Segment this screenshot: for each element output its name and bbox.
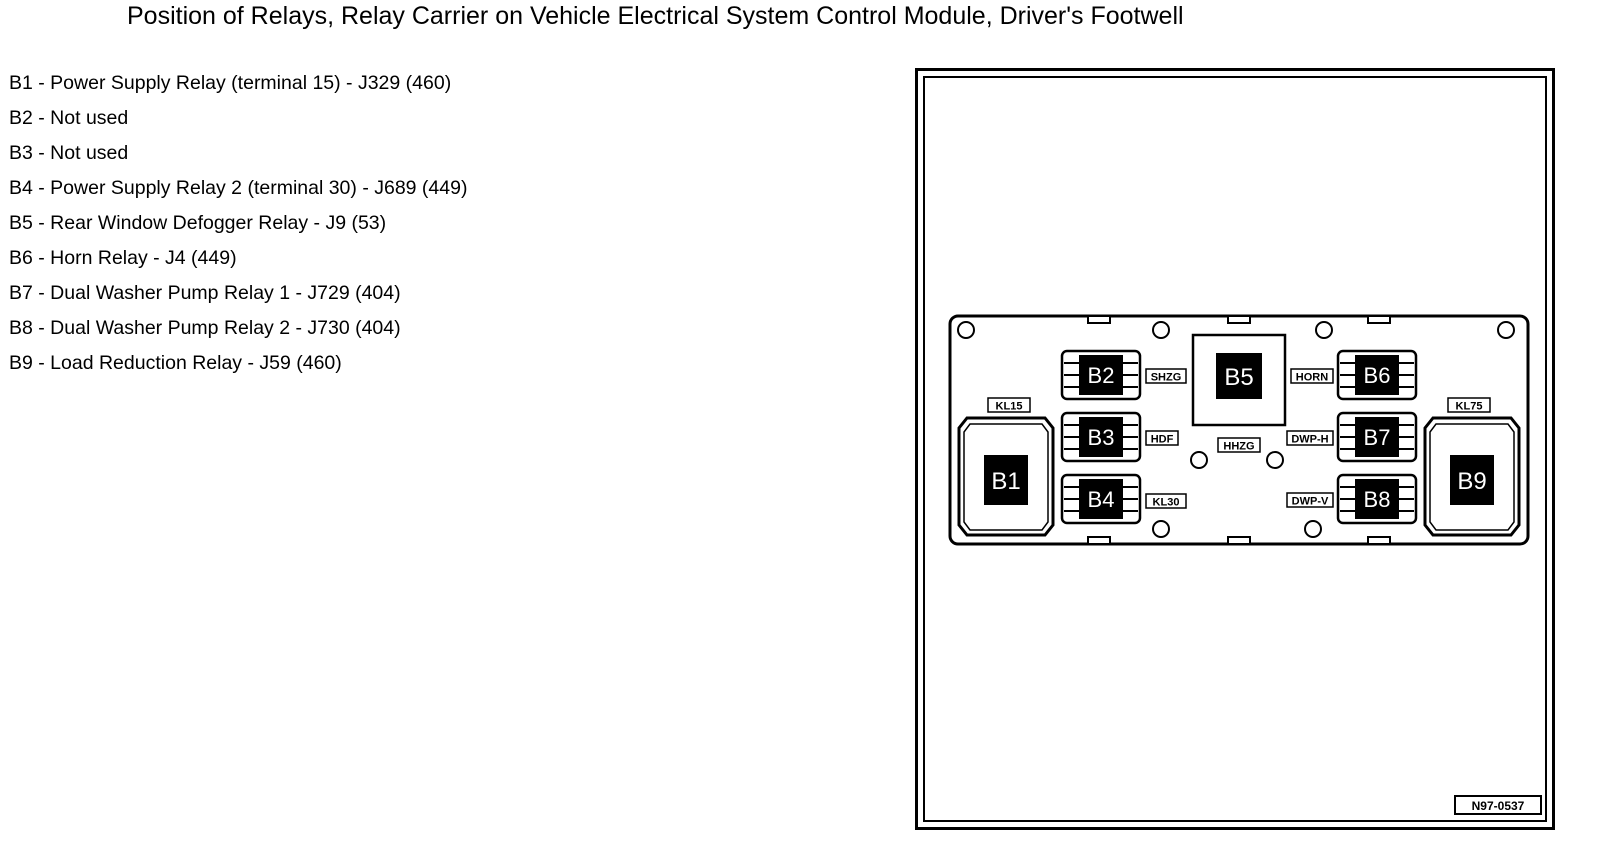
tag-horn: HORN (1296, 372, 1328, 384)
figure-ref-number: N97-0537 (1472, 799, 1525, 813)
page-title: Position of Relays, Relay Carrier on Veh… (127, 2, 1184, 30)
relay-b9-label: B9 (1457, 468, 1486, 495)
relay-b6: B6 (1336, 349, 1418, 401)
circuit-tags: KL15 KL75 SHZG HDF KL30 HHZG HORN DWP-H … (987, 368, 1491, 509)
relay-b4-label: B4 (1088, 487, 1115, 512)
tag-shzg: SHZG (1151, 372, 1182, 384)
relay-legend: B1 - Power Supply Relay (terminal 15) - … (9, 66, 467, 381)
legend-item-b4: B4 - Power Supply Relay 2 (terminal 30) … (9, 177, 468, 199)
relay-b1: B1 (957, 416, 1055, 537)
diagram-frame (915, 68, 1555, 830)
relay-b2-label: B2 (1088, 363, 1115, 388)
mounting-holes (957, 321, 1515, 538)
tag-hhzg: HHZG (1223, 441, 1254, 453)
relay-b1-label: B1 (991, 468, 1020, 495)
legend-item-b8: B8 - Dual Washer Pump Relay 2 - J730 (40… (9, 317, 401, 339)
relay-b9: B9 (1423, 416, 1521, 537)
tag-dwp-h: DWP-H (1291, 434, 1328, 446)
tag-hdf: HDF (1151, 434, 1174, 446)
relay-b7-label: B7 (1364, 425, 1391, 450)
legend-item-b2: B2 - Not used (9, 107, 129, 129)
relay-b6-label: B6 (1364, 363, 1391, 388)
legend-item-b9: B9 - Load Reduction Relay - J59 (460) (9, 352, 342, 374)
tag-kl75: KL75 (1456, 401, 1483, 413)
relay-b8-label: B8 (1364, 487, 1391, 512)
legend-item-b5: B5 - Rear Window Defogger Relay - J9 (53… (9, 212, 387, 234)
legend-item-b3: B3 - Not used (9, 142, 129, 164)
relay-b2: B2 (1060, 349, 1142, 401)
relay-b8: B8 (1336, 473, 1418, 525)
relay-b3-label: B3 (1088, 425, 1115, 450)
legend-item-b6: B6 - Horn Relay - J4 (449) (9, 247, 237, 269)
relay-b5-label: B5 (1224, 364, 1253, 391)
relay-b5: B5 (1191, 333, 1287, 427)
legend-item-b1: B1 - Power Supply Relay (terminal 15) - … (9, 72, 452, 94)
tag-kl30: KL30 (1153, 497, 1180, 509)
edge-notches (1087, 315, 1391, 545)
tag-dwp-v: DWP-V (1292, 496, 1329, 508)
legend-item-b7: B7 - Dual Washer Pump Relay 1 - J729 (40… (9, 282, 401, 304)
tag-kl15: KL15 (996, 401, 1023, 413)
relay-b7: B7 (1336, 411, 1418, 463)
relay-b3: B3 (1060, 411, 1142, 463)
relay-b4: B4 (1060, 473, 1142, 525)
